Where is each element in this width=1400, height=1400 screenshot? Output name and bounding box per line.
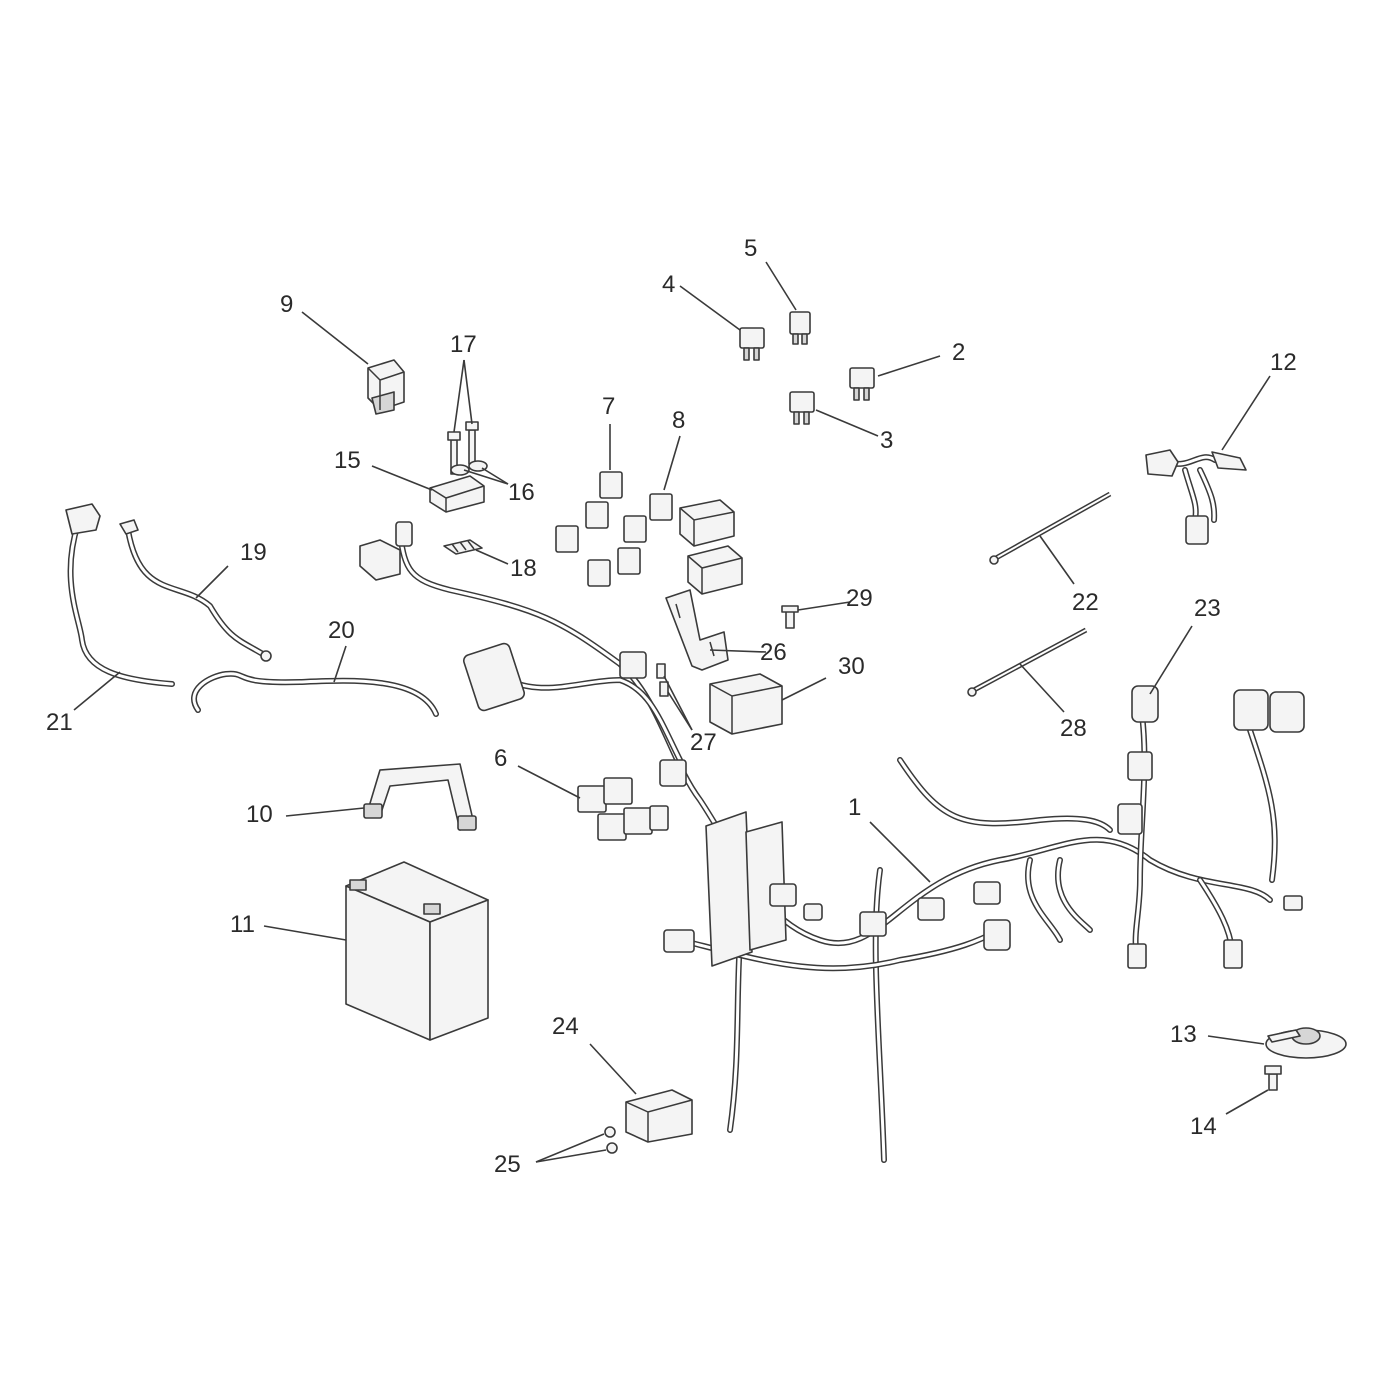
callout-24: 24	[552, 1013, 579, 1040]
callout-7: 7	[602, 393, 615, 420]
part-10-strap	[363, 763, 477, 831]
callout-25: 25	[494, 1151, 521, 1178]
part-19-lead	[119, 519, 272, 662]
part-29-screw	[781, 605, 799, 629]
callout-10: 10	[246, 801, 273, 828]
part-11-battery	[345, 861, 489, 1041]
part-30-module	[709, 673, 783, 735]
callout-15: 15	[334, 447, 361, 474]
callout-4: 4	[662, 271, 675, 298]
part-27-screws	[656, 663, 669, 697]
part-7-relays	[555, 471, 647, 587]
callout-28: 28	[1060, 715, 1087, 742]
part-12-switch	[1145, 449, 1247, 545]
part-25-nuts	[604, 1126, 618, 1154]
callout-18: 18	[510, 555, 537, 582]
callout-30: 30	[838, 653, 865, 680]
callout-9: 9	[280, 291, 293, 318]
part-26-bracket	[665, 589, 729, 671]
fuse-box-upper	[679, 499, 735, 547]
part-22-cable-tie	[989, 491, 1112, 565]
callout-11: 11	[230, 911, 255, 938]
callout-13: 13	[1170, 1021, 1197, 1048]
callout-3: 3	[880, 427, 893, 454]
part-9-sensor	[367, 359, 405, 415]
part-2-fuse	[849, 367, 875, 401]
callout-6: 6	[494, 745, 507, 772]
callout-2: 2	[952, 339, 965, 366]
callout-21: 21	[46, 709, 73, 736]
part-13-horn	[1265, 1027, 1347, 1059]
callouts: 1 2 3 4 5 6 7 8 9 10 11 12 13 14 15 16 1…	[46, 235, 1297, 1178]
part-1-harness	[359, 521, 1305, 1163]
part-17-bolts	[447, 421, 479, 475]
part-24-cover	[625, 1089, 693, 1143]
callout-16: 16	[508, 479, 535, 506]
callout-1: 1	[848, 794, 861, 821]
part-20-lead	[191, 670, 439, 717]
callout-19: 19	[240, 539, 267, 566]
callout-27: 27	[690, 729, 717, 756]
part-28-cable-tie	[967, 627, 1088, 697]
callout-26: 26	[760, 639, 787, 666]
callout-17: 17	[450, 331, 477, 358]
fuse-box-lower	[687, 545, 743, 595]
callout-29: 29	[846, 585, 873, 612]
part-8-relay	[649, 493, 673, 521]
callout-22: 22	[1072, 589, 1099, 616]
part-21-lead	[65, 503, 175, 687]
callout-20: 20	[328, 617, 355, 644]
part-15-block	[429, 475, 485, 513]
part-3-fuse	[789, 391, 815, 425]
part-14-bolt	[1264, 1065, 1282, 1091]
callout-12: 12	[1270, 349, 1297, 376]
leader-lines	[73, 261, 1271, 1163]
callout-8: 8	[672, 407, 685, 434]
callout-5: 5	[744, 235, 757, 262]
part-4-fuse	[739, 327, 765, 361]
callout-14: 14	[1190, 1113, 1217, 1140]
part-6-relay-cluster	[577, 777, 669, 841]
callout-23: 23	[1194, 595, 1221, 622]
part-5-fuse	[789, 311, 811, 345]
part-18-terminal	[443, 539, 483, 555]
